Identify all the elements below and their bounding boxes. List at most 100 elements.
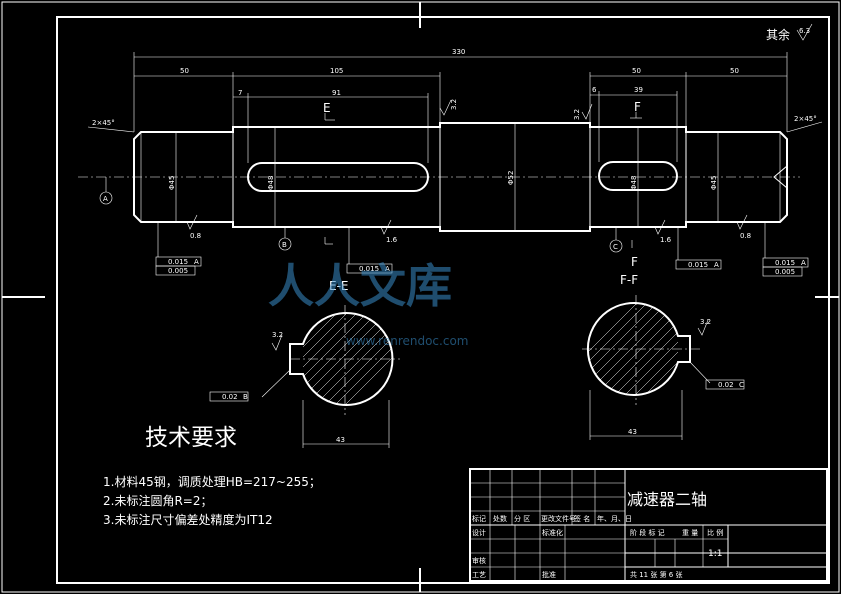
dim-dia-left: Φ45 [168,176,176,190]
surface-note-text: 其余 [766,27,790,42]
tb-row1-3: 更改文件号 [541,514,576,523]
roughness-5: 3.2 [450,99,458,110]
tol-right-runout-datum: A [714,261,719,269]
section-mark-e-top: E [323,101,331,115]
tb-row1-2: 分 区 [514,514,530,523]
datum-c: C [613,243,618,251]
tech-req-heading: 技术要求 [145,425,237,451]
tb-design: 设计 [472,528,486,537]
roughness-7: 3.2 [272,331,283,339]
tb-row1-1: 处数 [493,514,507,523]
tb-scale: 1:1 [708,549,722,559]
dim-key1-len: 91 [332,89,341,97]
tol-far-right-cyl: 0.005 [775,268,795,276]
tol-far-right-runout-datum: A [801,259,806,267]
section-e-title: E-E [329,279,349,293]
surface-note-roughness: 6.3 [799,27,810,35]
dim-section-f-width: 43 [628,428,637,436]
dim-overall: 330 [452,48,465,56]
technical-requirements: 技术要求 1.材料45钢，调质处理HB=217~255； 2.未标注圆角R=2；… [103,425,321,527]
dim-seg1: 50 [180,67,189,75]
roughness-1: 0.8 [190,232,201,240]
section-mark-f-bottom: F [631,255,638,269]
dim-dia-key1: Φ48 [267,176,275,190]
keyway-e [247,162,429,192]
roughness-8: 3.2 [700,318,711,326]
tb-sheets: 共 11 张 第 6 张 [630,570,683,579]
tol-left-cyl: 0.005 [168,267,188,275]
tb-row1-5: 年、月、日 [597,514,632,523]
tol-sym-e-datum: B [243,393,248,401]
section-f-title: F-F [620,273,638,287]
datum-b: B [282,241,287,249]
roughness-icon [380,219,392,235]
roughness-3: 1.6 [660,236,672,244]
tb-review: 审核 [472,556,486,565]
roughness-4: 0.8 [740,232,751,240]
surface-note: 其余 6.3 [766,23,813,42]
tb-standard: 标准化 [542,528,563,537]
dim-key2-off: 6 [592,86,597,94]
roughness-icon [697,319,709,336]
dim-section-e-width: 43 [336,436,345,444]
tech-req-item-3: 3.未标注尺寸偏差处精度为IT12 [103,512,273,527]
tol-right-runout: 0.015 [688,261,708,269]
section-f: F-F 43 3.2 [582,273,745,440]
watermark: 人人文库 www.renrendoc.com [268,259,468,348]
tb-row1-0: 标记 [472,514,486,523]
dimensions: 330 50 105 50 50 7 91 6 39 2×45° 2×45° Φ… [87,48,823,231]
tb-scale-label: 比 例 [707,528,723,537]
dim-key2-len: 39 [634,86,643,94]
roughness-icon [736,214,748,230]
tb-row1-4: 签 名 [574,514,590,523]
watermark-url: www.renrendoc.com [346,334,468,348]
tol-sym-f: 0.02 [718,381,734,389]
tol-sym-f-datum: C [739,381,744,389]
roughness-marks: 0.8 1.6 1.6 0.8 3.2 3.2 [186,99,751,244]
datum-a-icon [99,191,113,205]
dim-seg3: 50 [632,67,641,75]
dim-chamfer-right: 2×45° [794,115,817,123]
roughness-2: 1.6 [386,236,398,244]
roughness-icon [271,334,283,351]
datums: A B C [99,177,623,253]
hatching-e [303,313,393,405]
center-hole-icon [773,165,788,189]
dim-dia-right: Φ45 [710,176,718,190]
tol-left-runout-datum: A [194,258,199,266]
drawing-title: 减速器二轴 [627,490,707,509]
section-markers: E F F [323,100,642,269]
tech-req-item-2: 2.未标注圆角R=2； [103,493,212,508]
tech-req-item-1: 1.材料45钢，调质处理HB=217~255； [103,475,321,489]
roughness-icon [581,103,593,120]
dim-dia-mid: Φ52 [507,171,515,185]
roughness-6: 3.2 [573,109,581,120]
tb-process: 工艺 [472,571,486,579]
datum-b-icon [278,237,292,251]
tol-sym-e: 0.02 [222,393,238,401]
dim-chamfer-left: 2×45° [92,119,115,127]
tb-stage: 阶 段 标 记 [630,528,665,537]
roughness-symbol-icon [796,23,813,41]
roughness-icon [654,219,666,235]
tol-left-runout: 0.015 [168,258,188,266]
section-mark-f-top: F [634,100,641,114]
tol-far-right-runout: 0.015 [775,259,795,267]
dim-dia-key2: Φ48 [630,176,638,190]
roughness-icon [186,214,198,230]
tb-weight: 重 量 [682,529,698,537]
tol-e-runout-datum: A [385,265,390,273]
roughness-icon [439,99,452,116]
tb-approve: 批准 [542,570,556,579]
watermark-text: 人人文库 [268,259,452,313]
title-block: 减速器二轴 标记 处数 分 区 更改文件号 签 名 年、月、日 设计 标准化 审… [469,468,828,582]
dim-seg4: 50 [730,67,739,75]
datum-c-icon [609,239,623,253]
tolerance-frames: 0.015 A 0.005 0.015 A 0.015 A 0.015 A 0.… [155,222,809,277]
datum-a: A [103,195,108,203]
tol-e-runout: 0.015 [359,265,379,273]
dim-key1-off: 7 [238,89,242,97]
dim-seg2: 105 [330,67,343,75]
